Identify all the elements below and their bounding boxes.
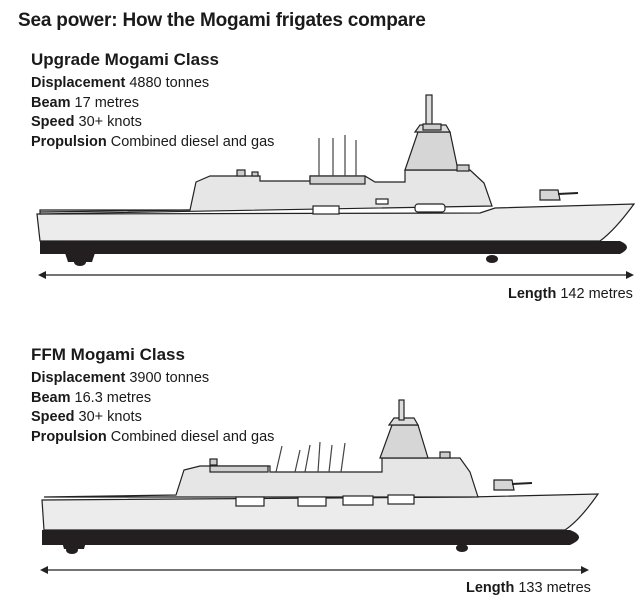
hull-window — [297, 496, 327, 507]
ffm-mogami-ship-illustration — [40, 399, 600, 574]
hull — [41, 493, 600, 531]
propeller — [74, 258, 86, 266]
spec-displacement: Displacement 3900 tonnes — [31, 370, 210, 386]
sonar-dome — [456, 544, 468, 552]
gun-turret — [493, 479, 515, 491]
spec-speed: Speed 30+ knots — [31, 114, 142, 130]
deck-strip — [39, 209, 191, 213]
gun-barrel — [557, 192, 579, 195]
deck-fitting — [209, 458, 218, 466]
antennas — [318, 135, 357, 176]
hull-window — [375, 198, 389, 205]
hull-window — [414, 203, 446, 213]
hull — [36, 203, 636, 242]
page-title: Sea power: How the Mogami frigates compa… — [18, 10, 426, 31]
bridge-tower — [379, 424, 429, 459]
bridge-tower — [404, 131, 459, 171]
deck-fitting — [439, 451, 451, 459]
propeller — [66, 546, 78, 554]
hull-window — [312, 205, 340, 215]
spec-beam: Beam 16.3 metres — [31, 389, 152, 406]
spec-displacement: Displacement 4880 tonnes — [31, 75, 210, 91]
sonar-dome — [486, 255, 498, 263]
spec-speed: Speed 30+ knots — [31, 409, 142, 425]
mast-upper — [387, 417, 420, 426]
hull-window — [342, 495, 374, 506]
rudder — [60, 238, 100, 262]
antennas — [275, 441, 346, 473]
length-label: Length 133 metres — [466, 580, 591, 596]
hull-shadow — [42, 530, 579, 545]
gun-turret — [539, 189, 561, 201]
spec-beam: Beam 17 metres — [31, 94, 140, 111]
hangar — [43, 457, 479, 498]
upgrade-mogami-spec-block: Upgrade Mogami Class Displacement 4880 t… — [31, 50, 274, 152]
hull-window — [235, 496, 265, 507]
ship-class-name: FFM Mogami Class — [31, 345, 185, 364]
length-label: Length 142 metres — [508, 286, 633, 302]
hangar-band — [209, 465, 269, 473]
length-arrow — [38, 271, 634, 279]
ship-class-name: Upgrade Mogami Class — [31, 50, 219, 69]
spec-propulsion: Propulsion Combined diesel and gas — [31, 133, 275, 150]
hull-window — [387, 494, 415, 505]
length-arrow — [40, 566, 589, 574]
hangar-band — [309, 175, 366, 185]
deck-fitting — [251, 171, 259, 177]
mast-cap — [422, 123, 442, 131]
spec-propulsion: Propulsion Combined diesel and gas — [31, 428, 275, 445]
main-mast — [398, 399, 405, 421]
gun-barrel — [511, 482, 533, 485]
rudder — [58, 527, 90, 549]
main-mast — [425, 94, 433, 128]
deck-fitting — [456, 164, 470, 172]
hull-shadow — [40, 241, 627, 254]
deck-fitting — [236, 169, 246, 177]
upgrade-mogami-ship-illustration — [36, 94, 636, 279]
ffm-mogami-spec-block: FFM Mogami Class Displacement 3900 tonne… — [31, 345, 274, 447]
